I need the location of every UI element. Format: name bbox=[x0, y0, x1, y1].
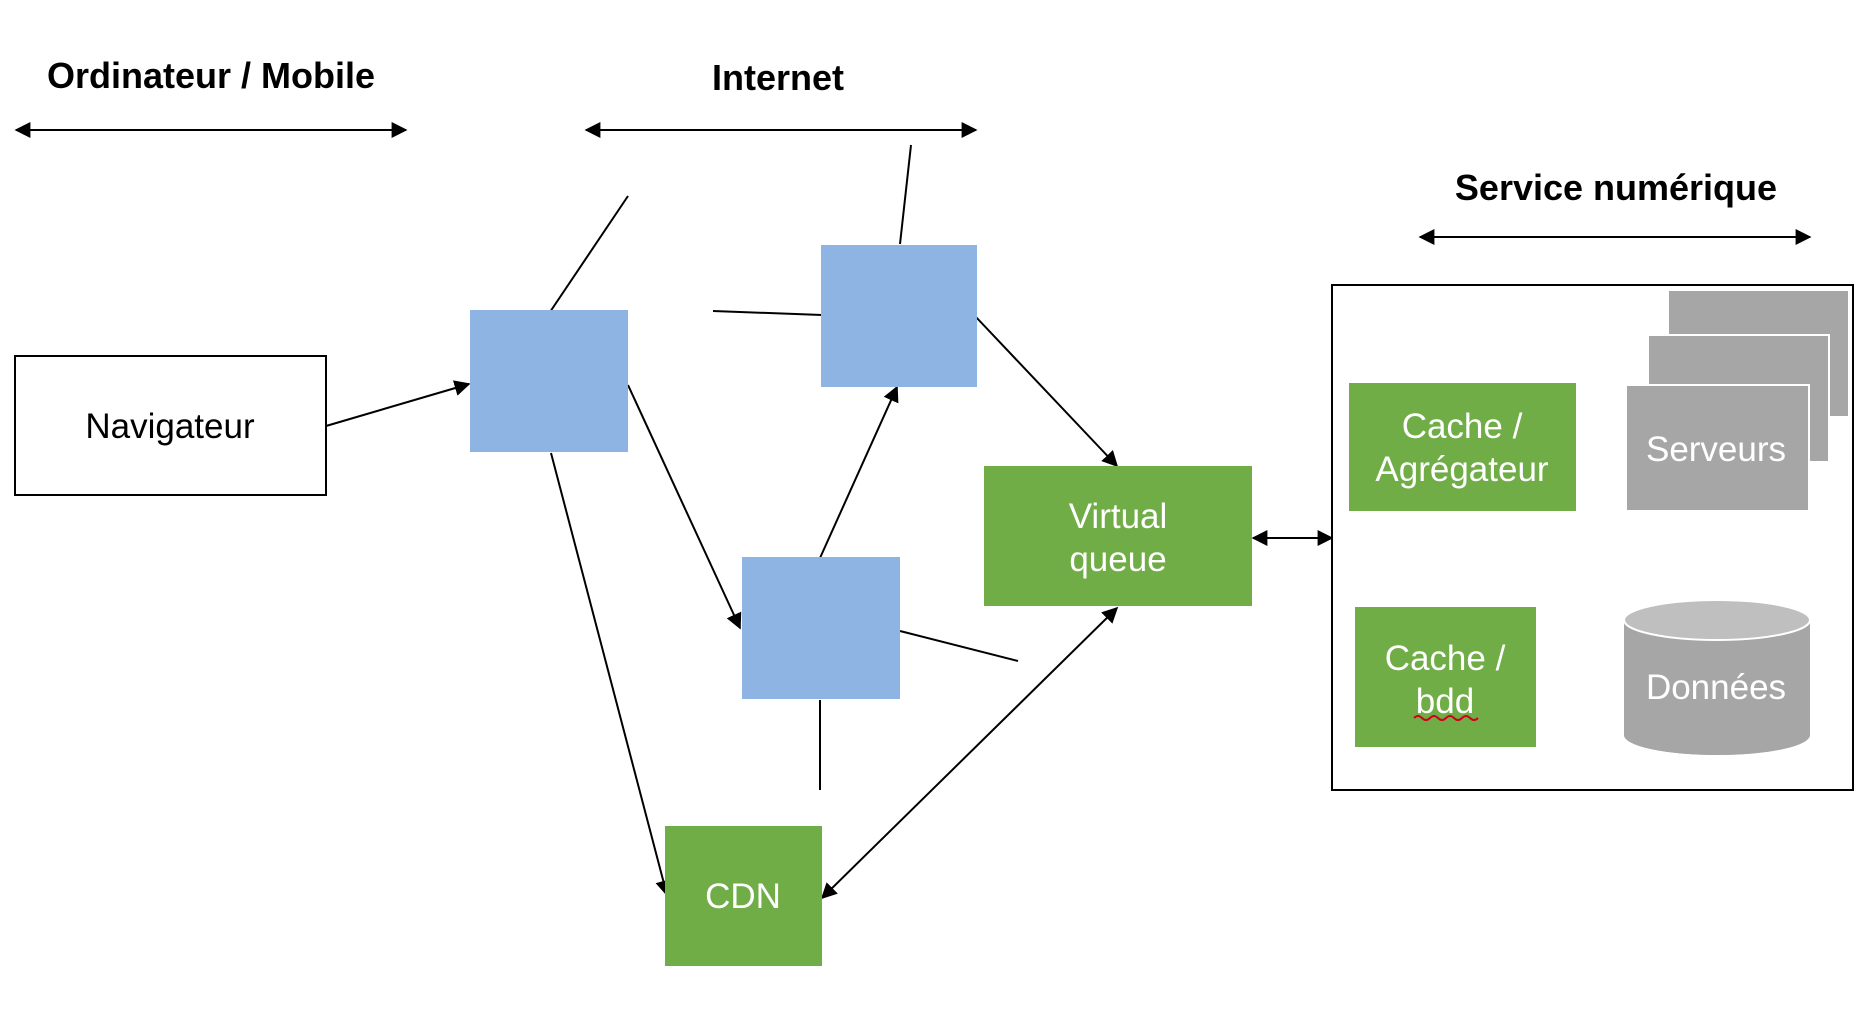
spellcheck-underline bbox=[1413, 715, 1479, 721]
virtual-queue-box bbox=[984, 466, 1252, 606]
arrow-router-to-router bbox=[627, 384, 742, 630]
virtual-queue-label-line1: Virtual bbox=[1069, 497, 1168, 536]
internet-link-line bbox=[899, 630, 1019, 662]
cache-db-label-line1: Cache / bbox=[1385, 639, 1506, 678]
internet-link-line bbox=[712, 310, 823, 316]
cache-db-box bbox=[1355, 607, 1536, 747]
heading-digital-service: Service numérique bbox=[1455, 167, 1777, 208]
data-label: Données bbox=[1646, 668, 1786, 707]
cache-aggregator-label-line2: Agrégateur bbox=[1375, 450, 1549, 489]
heading-computer-mobile: Ordinateur / Mobile bbox=[47, 55, 375, 96]
cdn-box bbox=[665, 826, 822, 966]
virtual-queue-label-line2: queue bbox=[1069, 540, 1166, 579]
arrow-browser-to-router bbox=[325, 380, 471, 427]
browser-box bbox=[14, 355, 327, 496]
cache-aggregator-box bbox=[1349, 383, 1576, 511]
arrow-cdn-virtual-queue bbox=[820, 606, 1119, 900]
servers-box bbox=[1625, 384, 1810, 512]
arrow-router-to-cdn bbox=[550, 452, 672, 897]
router-node bbox=[470, 310, 628, 452]
internet-link-line bbox=[899, 144, 912, 245]
database-cylinder-icon bbox=[1623, 599, 1811, 755]
router-node bbox=[742, 557, 900, 699]
heading-internet: Internet bbox=[712, 57, 844, 98]
cache-aggregator-label-line1: Cache / bbox=[1402, 407, 1523, 446]
cache-db-label-line2: bdd bbox=[1416, 682, 1474, 721]
arrow-router-to-router bbox=[819, 385, 899, 559]
internet-link-line bbox=[549, 195, 629, 313]
servers-stack bbox=[1625, 289, 1850, 512]
arrow-router-to-virtual-queue bbox=[974, 315, 1119, 468]
cdn-label: CDN bbox=[705, 877, 781, 916]
router-node bbox=[821, 245, 977, 387]
servers-label: Serveurs bbox=[1646, 430, 1786, 469]
browser-label: Navigateur bbox=[85, 407, 255, 446]
